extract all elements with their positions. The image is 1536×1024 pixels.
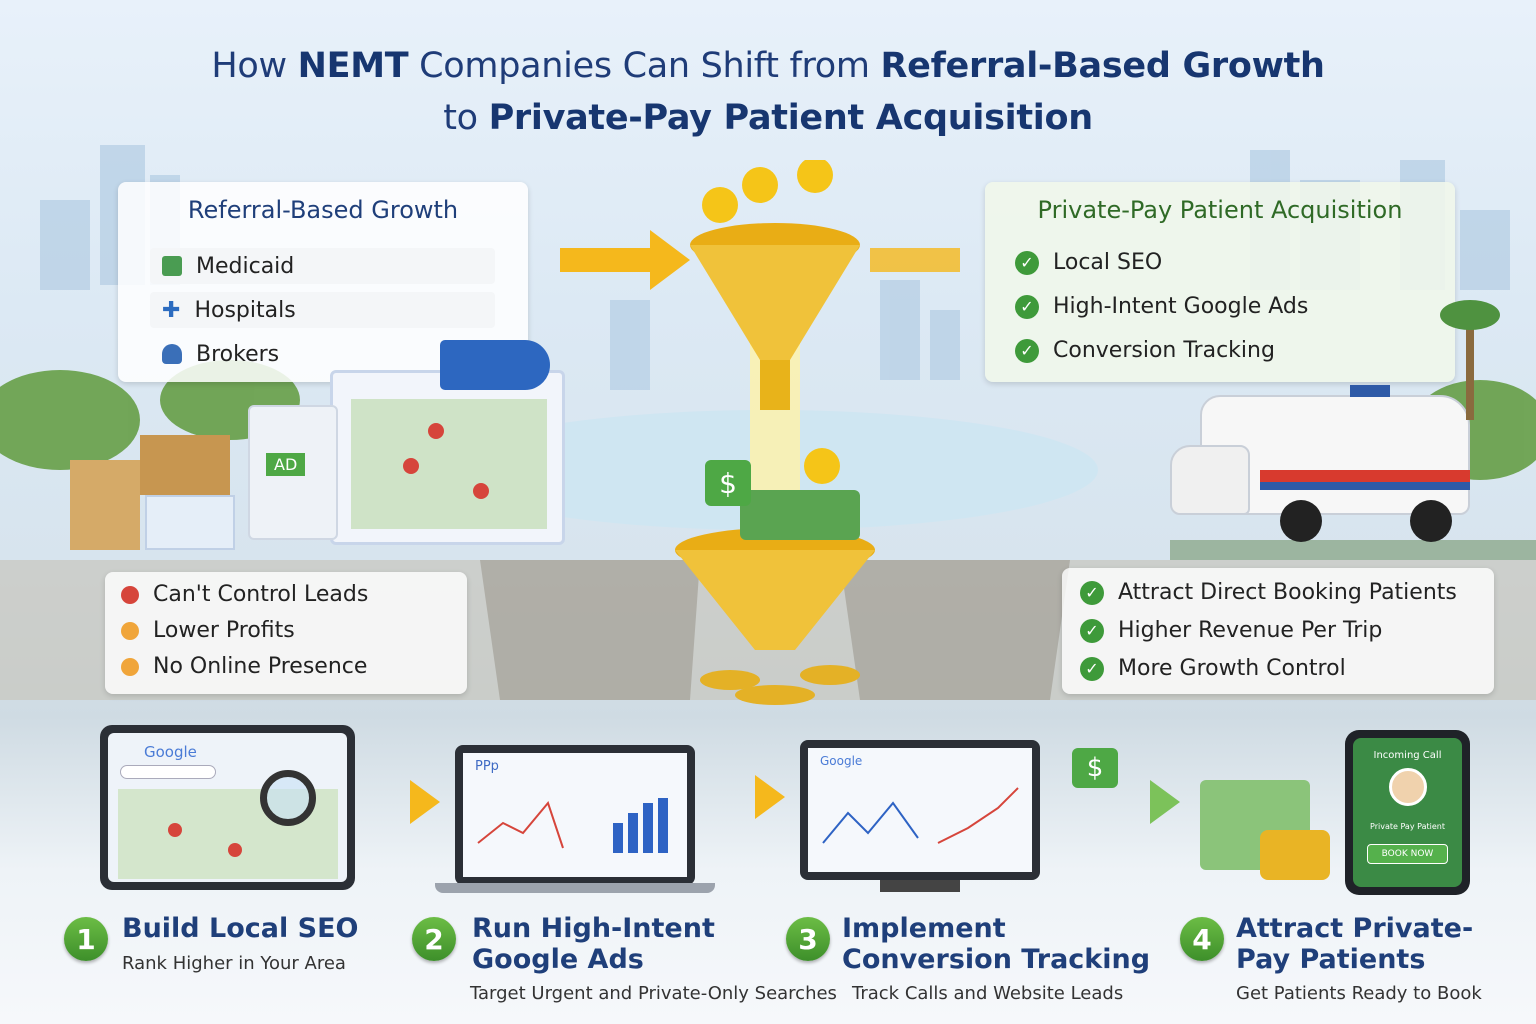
check-icon: ✓: [1015, 338, 1039, 363]
google-logo: Google: [820, 754, 863, 768]
step-title: Attract Private-Pay Patients: [1236, 913, 1474, 975]
medicaid-icon: [162, 256, 182, 276]
page-title: How NEMT Companies Can Shift from Referr…: [211, 46, 1325, 138]
seo-tablet-illustration: Google: [100, 725, 355, 890]
list-item: Lower Profits: [121, 618, 295, 643]
magnifier-icon: [260, 770, 316, 826]
ads-laptop-illustration: PPp: [455, 745, 695, 885]
list-item: Medicaid: [150, 248, 495, 284]
hospital-cross-icon: ✚: [162, 297, 181, 323]
referral-issues-panel: Can't Control Leads Lower Profits No Onl…: [105, 572, 467, 694]
step-title: Implement Conversion Tracking: [842, 913, 1151, 975]
list-item: ✓High-Intent Google Ads: [1015, 294, 1308, 319]
ambulance-van-illustration: [1160, 385, 1480, 542]
phone-illustration: Incoming Call Private Pay Patient BOOK N…: [1345, 730, 1470, 895]
monitor-stand: [880, 880, 960, 892]
phone-caller-name: Private Pay Patient: [1370, 822, 1445, 831]
orange-dot-icon: [121, 657, 139, 676]
list-item: ✓Local SEO: [1015, 250, 1162, 275]
boxes-illustration: [70, 435, 240, 550]
ad-card: AD: [248, 405, 338, 540]
step-number: 1: [64, 917, 108, 961]
check-icon: ✓: [1015, 294, 1039, 319]
step-subtitle: Rank Higher in Your Area: [122, 953, 346, 974]
step-number: 2: [412, 917, 456, 961]
step-arrow-icon: [755, 775, 785, 819]
list-item: Brokers: [150, 336, 495, 372]
ad-label: AD: [266, 453, 306, 476]
check-icon: ✓: [1080, 618, 1104, 643]
red-dot-icon: [121, 585, 139, 604]
step-subtitle: Target Urgent and Private-Only Searches: [470, 983, 837, 1004]
step-title: Run High-Intent Google Ads: [472, 913, 715, 975]
google-logo: Google: [144, 743, 197, 761]
list-item: ✓Conversion Tracking: [1015, 338, 1275, 363]
step-arrow-icon: [410, 780, 440, 824]
list-item: ✓More Growth Control: [1080, 656, 1346, 681]
tracking-chart-graphic: [822, 787, 1019, 844]
map-pin-icon: [168, 823, 182, 837]
person-icon: [162, 344, 182, 364]
svg-text:$: $: [719, 467, 737, 500]
list-item: No Online Presence: [121, 654, 367, 679]
map-pin-icon: [473, 483, 489, 499]
private-pay-benefits-panel: ✓Attract Direct Booking Patients ✓Higher…: [1062, 568, 1494, 694]
ppc-logo: PPp: [475, 759, 499, 774]
private-pay-panel-heading: Private-Pay Patient Acquisition: [1037, 196, 1403, 224]
avatar: [1389, 768, 1427, 806]
step-subtitle: Track Calls and Website Leads: [852, 983, 1124, 1004]
check-icon: ✓: [1080, 656, 1104, 681]
list-item: ✚ Hospitals: [150, 292, 495, 328]
list-item: ✓Higher Revenue Per Trip: [1080, 618, 1382, 643]
check-icon: ✓: [1015, 250, 1039, 275]
megaphone-icon: [440, 340, 550, 390]
step-subtitle: Get Patients Ready to Book: [1236, 983, 1482, 1004]
book-now-button[interactable]: BOOK NOW: [1367, 844, 1448, 864]
dollar-icon: $: [1072, 748, 1118, 788]
orange-dot-icon: [121, 621, 139, 640]
check-icon: ✓: [1080, 580, 1104, 605]
cash-stack-illustration: [1200, 770, 1345, 885]
ads-chart-graphic: [477, 798, 668, 853]
map-pin-icon: [403, 458, 419, 474]
step-number: 4: [1180, 917, 1224, 961]
search-bar: [120, 765, 216, 779]
list-item: ✓Attract Direct Booking Patients: [1080, 580, 1457, 605]
money-funnel-illustration: $: [560, 160, 960, 705]
step-number: 3: [786, 917, 830, 961]
private-pay-panel: Private-Pay Patient Acquisition ✓Local S…: [985, 182, 1455, 382]
map-pin-icon: [428, 423, 444, 439]
ad-map-illustration: [330, 370, 565, 545]
list-item: Can't Control Leads: [121, 582, 368, 607]
phone-header: Incoming Call: [1373, 750, 1442, 761]
step-arrow-icon: [1150, 780, 1180, 824]
palm-tree-icon: [1440, 300, 1500, 420]
laptop-base: [435, 883, 715, 893]
map-pin-icon: [228, 843, 242, 857]
tracking-monitor-illustration: Google: [800, 740, 1040, 880]
referral-panel-heading: Referral-Based Growth: [187, 196, 459, 224]
step-title: Build Local SEO: [122, 913, 359, 944]
